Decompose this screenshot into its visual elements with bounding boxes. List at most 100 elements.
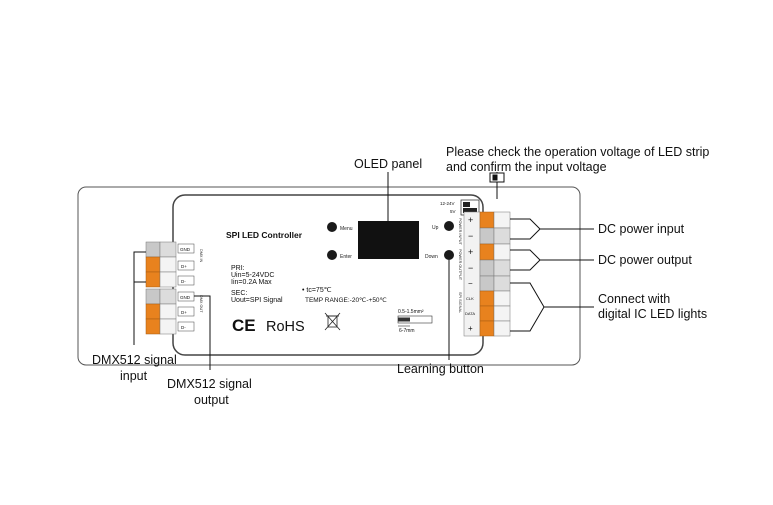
dmx-in-pin-dminus: [145, 271, 161, 288]
spi-pin-data: [479, 305, 495, 322]
dmx-out-label-box-1: [177, 306, 195, 317]
spec-block: PRI: Uin=5-24VDC Iin=0.2A Max SEC: Uout=…: [231, 265, 388, 304]
power-out-pin-plus-latch: [493, 243, 511, 261]
dmx-terminal-block: GND D+ D- GND D+ D-: [145, 241, 195, 335]
dmx-out-label-dminus: D-: [181, 325, 186, 330]
spec-uin: Uin=5-24VDC: [231, 272, 274, 279]
power-input-group-label: POWER INPUT: [458, 218, 462, 245]
power-out-plus-label: +: [468, 247, 473, 257]
dc-out-callout: DC power output: [598, 253, 692, 267]
oled-display: [358, 221, 419, 259]
dmx-in-callout-line2: input: [120, 369, 148, 383]
dmx-out-label-gnd: GND: [180, 295, 191, 300]
up-button-label: Up: [432, 225, 439, 231]
spec-pri: PRI:: [231, 265, 245, 272]
spec-tc: • tc=75℃: [302, 287, 332, 294]
wire-strip-length: 6-7mm: [399, 328, 415, 334]
led-callout-line2: digital IC LED lights: [598, 307, 707, 321]
dmx-in-pin-dminus-latch: [159, 271, 177, 288]
dmx-out-pin-dminus: [145, 318, 161, 335]
dmx-in-label-box-2: [177, 275, 195, 286]
enter-button[interactable]: [327, 250, 337, 260]
voltage-leader-box-fill: [492, 174, 498, 181]
power-in-minus-label: −: [468, 231, 473, 241]
callout-lines: [133, 172, 594, 370]
voltage-switch-slot: [463, 208, 477, 213]
dmx-in-pin-dplus: [145, 256, 161, 273]
menu-button-label: Menu: [340, 226, 353, 232]
device-title: SPI LED Controller: [226, 230, 303, 240]
power-out-pin-minus: [479, 259, 495, 277]
spi-pin-minus: [479, 275, 495, 292]
power-in-pin-minus: [479, 227, 495, 245]
dmx-in-label-box-0: [177, 243, 195, 254]
dmx-out-callout-line2: output: [194, 393, 229, 407]
power-in-pin-plus: [479, 211, 495, 229]
dmx-in-label-dminus: D-: [181, 279, 186, 284]
spi-pin-plus: [479, 320, 495, 337]
dmx-in-label-box-1: [177, 260, 195, 271]
spi-pin-minus-latch: [493, 275, 511, 292]
down-button-label: Down: [425, 254, 438, 260]
spi-pin-data-latch: [493, 305, 511, 322]
dmx-out-pin-dplus-latch: [159, 303, 177, 320]
dmx-in-pin-dplus-latch: [159, 256, 177, 273]
spi-clk-label: CLK: [466, 296, 474, 301]
wire-strip-core: [398, 317, 410, 322]
dmx-in-bracket: [133, 251, 146, 342]
dmx-out-label-box-2: [177, 321, 195, 332]
enter-button-label: Enter: [340, 254, 352, 260]
dmx-out-callout-line1: DMX512 signal: [167, 377, 252, 391]
spec-uout: Uout=SPI Signal: [231, 297, 283, 304]
dmx-in-label-gnd: GND: [180, 247, 191, 252]
spec-iin: Iin=0.2A Max: [231, 279, 272, 286]
spi-minus-label: −: [468, 279, 473, 288]
wire-section: 0.5-1.5mm²: [398, 309, 424, 315]
weee-bin-icon: [324, 312, 341, 331]
voltage-switch-knob: [463, 202, 470, 207]
spi-plus-label: +: [468, 324, 473, 333]
oled-callout: OLED panel: [354, 157, 422, 171]
power-out-pin-plus: [479, 243, 495, 261]
inner-body: [172, 194, 484, 356]
right-terminal-block: + − + − − CLK DATA +: [463, 211, 511, 337]
power-in-plus-label: +: [468, 215, 473, 225]
spi-pin-plus-latch: [493, 320, 511, 337]
spi-pin-clk: [479, 290, 495, 307]
ce-mark: CE: [232, 316, 256, 335]
dmx-out-label-dplus: D+: [181, 310, 187, 315]
dmx-in-label-dplus: D+: [181, 264, 187, 269]
spi-data-label: DATA: [465, 311, 475, 316]
voltage-low-label: 5V: [450, 209, 456, 214]
dmx-in-group-label: DMX IN: [199, 249, 203, 263]
dmx-in-pin-gnd-latch: [159, 241, 177, 258]
up-button[interactable]: [444, 221, 454, 231]
led-callout-line1: Connect with: [598, 292, 670, 306]
voltage-callout-line1: Please check the operation voltage of LE…: [446, 145, 709, 159]
rohs-mark: RoHS: [266, 319, 305, 335]
power-in-pin-plus-latch: [493, 211, 511, 229]
dmx-out-pin-dplus: [145, 303, 161, 320]
spec-sec: SEC:: [231, 290, 247, 297]
spec-temp-range: TEMP RANGE:-20℃-+50℃: [305, 297, 388, 304]
dmx-in-pin-gnd: [145, 241, 161, 258]
menu-button[interactable]: [327, 222, 337, 232]
down-button[interactable]: [444, 250, 454, 260]
learning-callout: Learning button: [397, 362, 484, 376]
spi-signal-group-label: SPI SIGNAL: [458, 292, 462, 313]
voltage-callout-line2: and confirm the input voltage: [446, 160, 607, 174]
power-output-group-label: POWER OUTPUT: [458, 249, 462, 281]
spi-pin-clk-latch: [493, 290, 511, 307]
power-out-pin-minus-latch: [493, 259, 511, 277]
dmx-out-bracket: [194, 295, 211, 370]
dmx-out-pin-gnd-latch: [159, 288, 177, 305]
dc-in-callout: DC power input: [598, 222, 685, 236]
dmx-in-callout-line1: DMX512 signal: [92, 353, 177, 367]
voltage-high-label: 12-24V: [440, 201, 455, 206]
dmx-out-group-label: DMX OUT: [199, 295, 203, 313]
dmx-out-pin-dminus-latch: [159, 318, 177, 335]
power-in-pin-minus-latch: [493, 227, 511, 245]
power-out-minus-label: −: [468, 263, 473, 273]
dmx-out-pin-gnd: [145, 288, 161, 305]
